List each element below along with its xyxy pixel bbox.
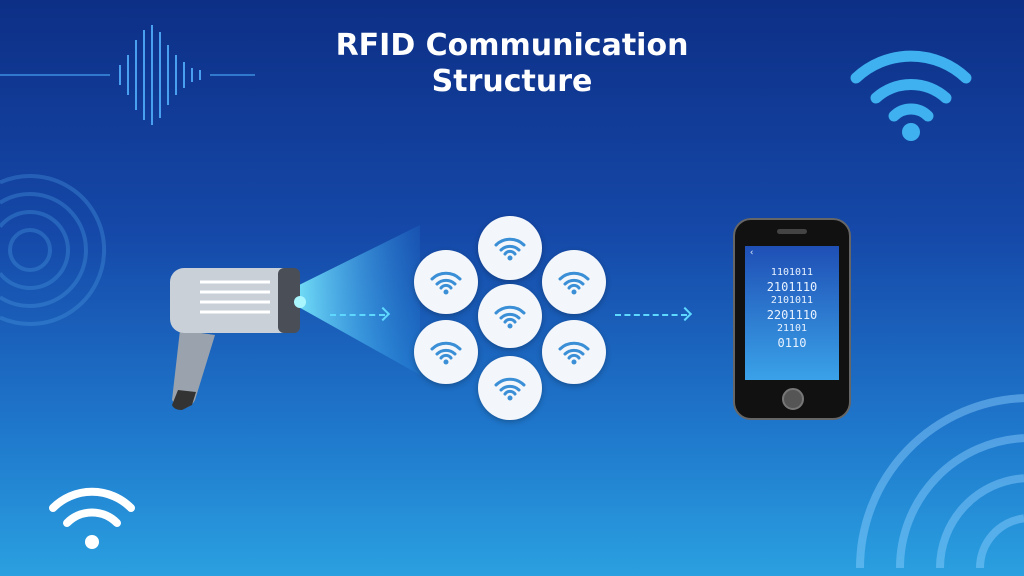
rfid-tag [478,284,542,348]
rfid-tag [414,320,478,384]
scan-beam [295,225,420,375]
signal-rings-icon [856,394,1024,569]
arrow-head [677,306,693,322]
back-icon: ‹ [749,248,755,258]
data-line: 1101011 [770,267,814,278]
wifi-icon [558,271,590,295]
title-line-1: RFID Communication [335,28,689,63]
wifi-icon [430,341,462,365]
signal-arrow [330,314,385,316]
fingerprint-icon [0,174,107,326]
data-line: 21101 [776,323,808,334]
rfid-tag [414,250,478,314]
data-line: 2101011 [770,295,814,306]
page-title: RFID Communication Structure [0,28,1024,100]
data-line: 0110 [777,336,807,350]
smartphone: ‹ 1101011 2101110 2101011 2201110 21101 … [733,218,851,420]
wifi-icon [430,271,462,295]
rfid-scanner-gun [170,268,306,410]
home-button[interactable] [782,388,804,410]
wifi-icon [850,50,972,141]
wifi-icon [558,341,590,365]
wifi-icon [494,377,526,401]
wifi-icon [494,305,526,329]
speaker [777,229,807,234]
wifi-icon [49,487,135,549]
waveform-icon [0,25,255,125]
rfid-tag [542,320,606,384]
phone-screen: ‹ 1101011 2101110 2101011 2201110 21101 … [745,246,839,380]
data-line: 2201110 [766,308,818,322]
title-line-2: Structure [431,64,593,99]
data-line: 2101110 [766,280,818,294]
rfid-tag [478,356,542,420]
rfid-tag [478,216,542,280]
rfid-tag [542,250,606,314]
wifi-icon [494,237,526,261]
data-arrow [615,314,687,316]
